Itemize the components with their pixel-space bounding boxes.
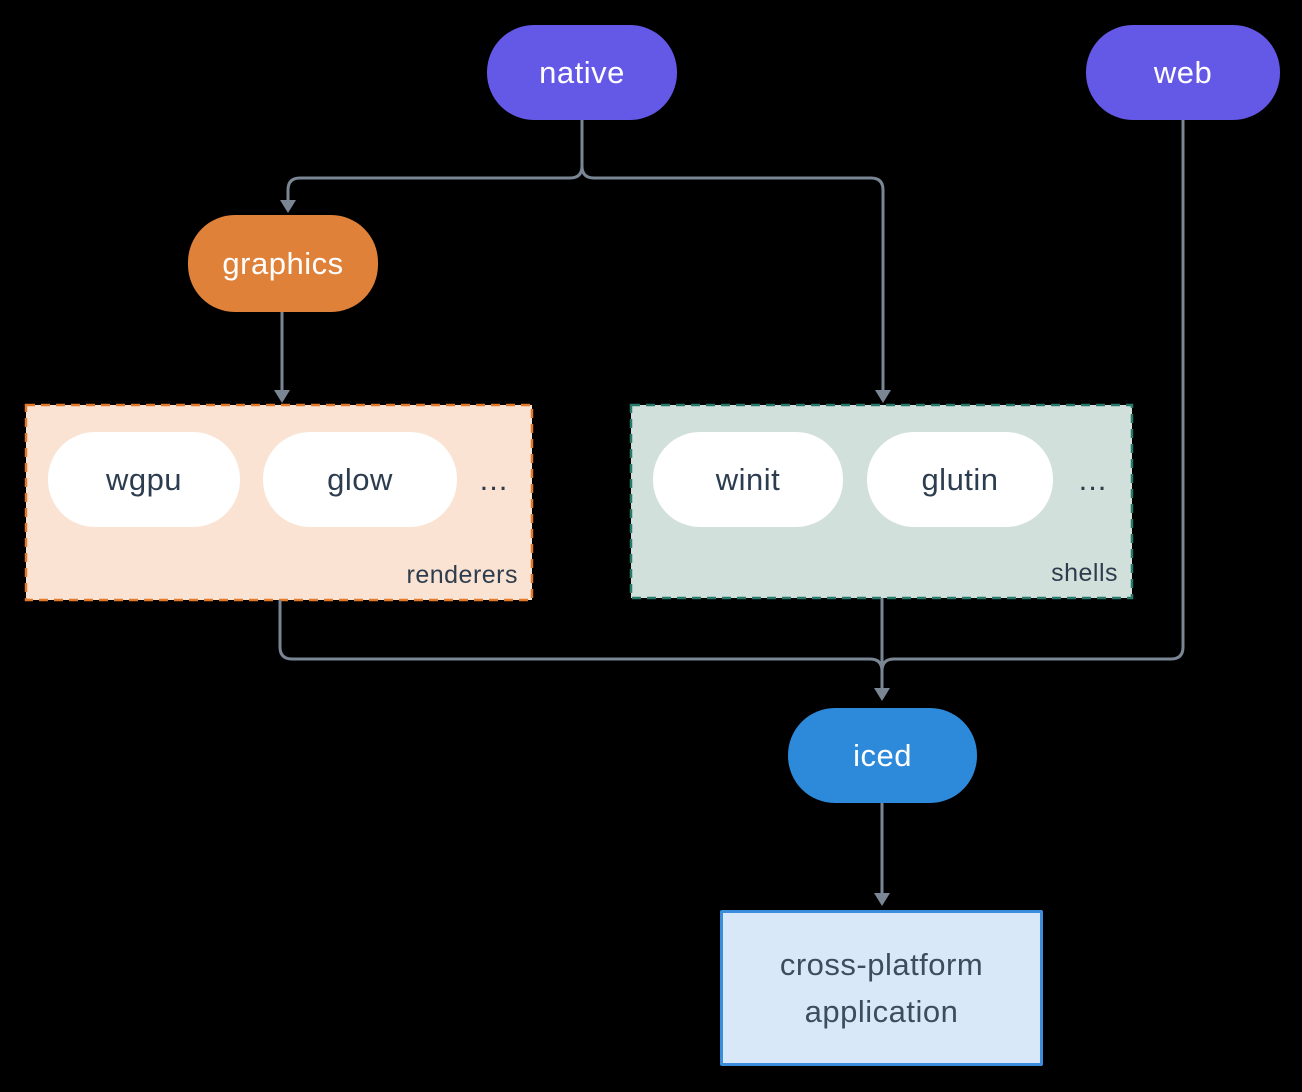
shells-ellipsis: ...: [1078, 461, 1108, 497]
node-glutin: glutin: [867, 432, 1053, 527]
node-iced-label: iced: [853, 737, 912, 773]
renderers-group-label: renderers: [406, 561, 518, 589]
node-graphics-label: graphics: [222, 245, 344, 281]
edge-native-graphics: [286, 120, 584, 200]
node-iced: iced: [788, 708, 977, 803]
edge-native-shells: [580, 165, 885, 390]
node-winit: winit: [653, 432, 843, 527]
node-application-line1: cross-platform: [779, 947, 984, 982]
shells-group-label: shells: [1051, 559, 1118, 587]
arrowhead-shells: [875, 390, 891, 403]
renderers-ellipsis: ...: [479, 461, 509, 497]
arrowhead-iced: [874, 688, 890, 701]
shells-group: winit glutin ... shells: [631, 405, 1132, 598]
arrowhead-graphics: [280, 200, 296, 213]
node-wgpu-label: wgpu: [105, 461, 183, 497]
node-glow: glow: [263, 432, 457, 527]
node-glutin-label: glutin: [921, 461, 999, 497]
node-web-label: web: [1153, 54, 1213, 90]
node-native-label: native: [539, 54, 625, 90]
arrowhead-renderers: [274, 390, 290, 403]
node-application: cross-platform application: [720, 910, 1043, 1066]
edge-renderers-iced: [278, 600, 884, 672]
node-glow-label: glow: [327, 461, 393, 497]
renderers-group: wgpu glow ... renderers: [26, 405, 532, 600]
arrowhead-application: [874, 893, 890, 906]
node-wgpu: wgpu: [48, 432, 240, 527]
node-web: web: [1086, 25, 1280, 120]
node-native: native: [487, 25, 677, 120]
node-application-line2: application: [804, 994, 959, 1029]
node-winit-label: winit: [715, 461, 781, 497]
node-graphics: graphics: [188, 215, 378, 312]
